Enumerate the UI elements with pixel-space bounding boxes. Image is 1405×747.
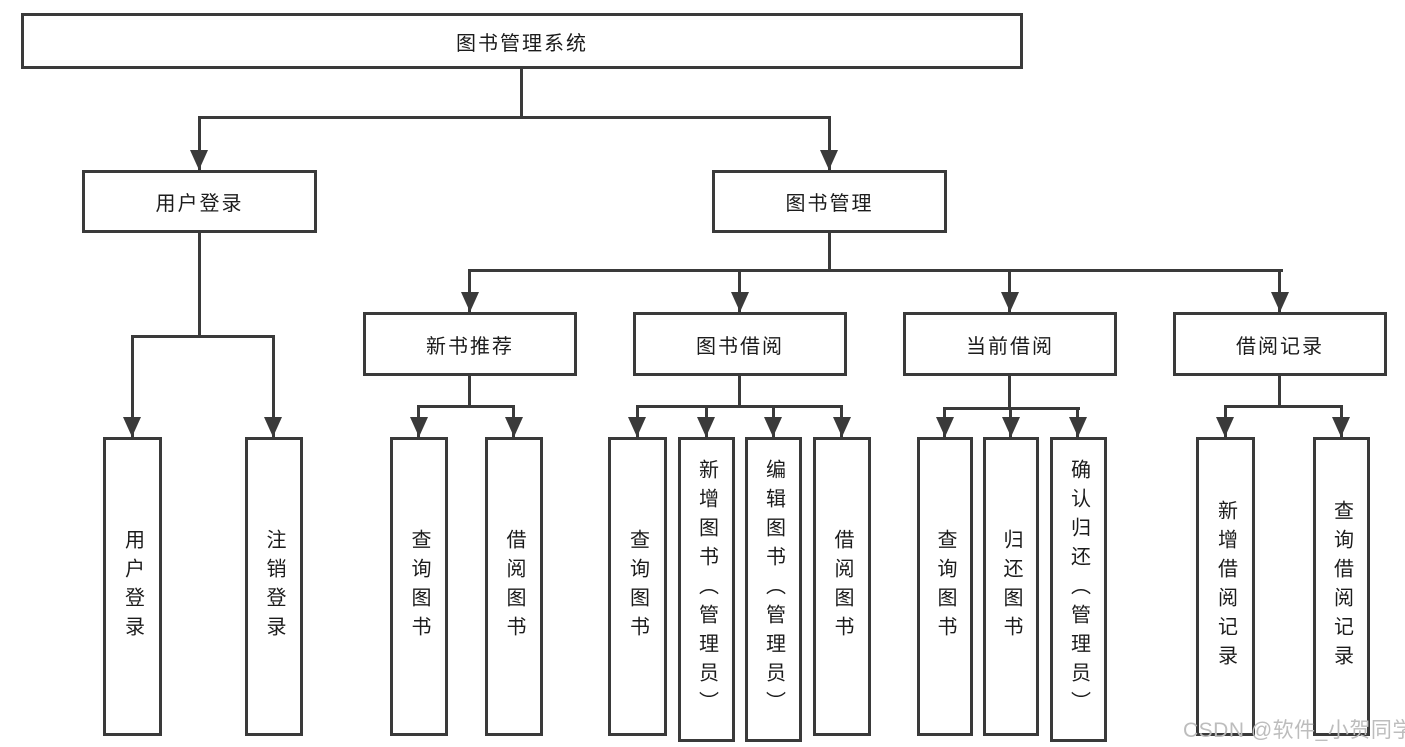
connector-stem-book-mgmt [828, 116, 831, 170]
connector-stem-leaf-user-login [131, 335, 134, 437]
leaf-bb-query-books-label: 查询图书 [626, 528, 649, 645]
connector-user-login-trunk [198, 233, 201, 337]
arrowhead-cb-confirm [1069, 417, 1087, 437]
leaf-cb-confirm-return-admin: 确认归还（管理员） [1050, 437, 1107, 742]
csdn-watermark: CSDN @软件_小贺同学 [1183, 719, 1405, 742]
connector-level3-bus [468, 269, 1283, 272]
leaf-bb-edit-books-admin-label: 编辑图书（管理员） [762, 459, 785, 720]
leaf-bb-edit-books-admin: 编辑图书（管理员） [745, 437, 802, 742]
arrowhead-new-book [461, 292, 479, 312]
leaf-cb-return-books: 归还图书 [983, 437, 1039, 736]
node-user-login: 用户登录 [82, 170, 317, 233]
leaf-logout-label: 注销登录 [263, 528, 285, 645]
leaf-cb-query-books-label: 查询图书 [934, 528, 956, 645]
leaf-nb-borrow-books: 借阅图书 [485, 437, 543, 736]
arrowhead-nb-query [410, 417, 428, 437]
arrowhead-borrow-record [1271, 292, 1289, 312]
leaf-bb-add-books-admin: 新增图书（管理员） [678, 437, 735, 742]
arrowhead-book-borrow [731, 292, 749, 312]
node-current-borrowing: 当前借阅 [903, 312, 1117, 376]
node-book-borrowing-label: 图书借阅 [696, 335, 784, 358]
leaf-bb-add-books-admin-label: 新增图书（管理员） [695, 459, 718, 720]
leaf-cb-return-books-label: 归还图书 [1000, 528, 1022, 645]
node-root-label: 图书管理系统 [456, 32, 588, 55]
arrowhead-bb-add [697, 417, 715, 437]
node-new-book-recommend-label: 新书推荐 [426, 335, 514, 358]
arrowhead-current-borrow [1001, 292, 1019, 312]
leaf-nb-query-books: 查询图书 [390, 437, 448, 736]
node-new-book-recommend: 新书推荐 [363, 312, 577, 376]
connector-stem-user-login [198, 116, 201, 170]
connector-stem-new-book [468, 269, 471, 312]
connector-stem-leaf-logout [272, 335, 275, 437]
node-borrowing-records: 借阅记录 [1173, 312, 1387, 376]
connector-new-book-trunk [468, 376, 471, 407]
connector-book-mgmt-trunk [828, 233, 831, 272]
connector-root-trunk [520, 69, 523, 119]
leaf-bb-borrow-books: 借阅图书 [813, 437, 871, 736]
arrowhead-user-login [190, 150, 208, 170]
arrowhead-cb-return [1002, 417, 1020, 437]
connector-book-borrow-bus [636, 405, 843, 408]
arrowhead-bb-query [628, 417, 646, 437]
connector-borrow-record-trunk [1278, 376, 1281, 407]
node-book-management-label: 图书管理 [785, 193, 874, 215]
leaf-logout: 注销登录 [245, 437, 303, 736]
connector-book-borrow-trunk [738, 376, 741, 407]
arrowhead-bb-edit [764, 417, 782, 437]
arrowhead-leaf-logout [264, 417, 282, 437]
leaf-bb-borrow-books-label: 借阅图书 [831, 528, 853, 645]
leaf-user-login: 用户登录 [103, 437, 162, 736]
arrowhead-cb-query [936, 417, 954, 437]
connector-stem-current-borrow [1008, 269, 1011, 312]
connector-new-book-bus [417, 405, 515, 408]
leaf-nb-borrow-books-label: 借阅图书 [503, 528, 525, 645]
node-root: 图书管理系统 [21, 13, 1023, 69]
connector-user-login-bus [131, 335, 275, 338]
connector-stem-book-borrow [738, 269, 741, 312]
leaf-cb-confirm-return-admin-label: 确认归还（管理员） [1067, 459, 1090, 720]
leaf-nb-query-books-label: 查询图书 [408, 528, 430, 645]
leaf-cb-query-books: 查询图书 [917, 437, 973, 736]
node-borrowing-records-label: 借阅记录 [1236, 335, 1324, 358]
arrowhead-book-mgmt [820, 150, 838, 170]
connector-current-borrow-trunk [1008, 376, 1011, 408]
arrowhead-rec-query [1332, 417, 1350, 437]
connector-borrow-record-bus [1224, 405, 1343, 408]
leaf-rec-query-record: 查询借阅记录 [1313, 437, 1370, 736]
arrowhead-rec-add [1216, 417, 1234, 437]
node-book-management: 图书管理 [712, 170, 947, 233]
arrowhead-leaf-user-login [123, 417, 141, 437]
leaf-bb-query-books: 查询图书 [608, 437, 667, 736]
connector-level2-bus [198, 116, 831, 119]
leaf-user-login-label: 用户登录 [121, 528, 144, 645]
node-current-borrowing-label: 当前借阅 [966, 335, 1054, 358]
leaf-rec-query-record-label: 查询借阅记录 [1330, 499, 1353, 674]
node-book-borrowing: 图书借阅 [633, 312, 847, 376]
connector-stem-borrow-record [1278, 269, 1281, 312]
arrowhead-bb-borrow [833, 417, 851, 437]
node-user-login-label: 用户登录 [155, 193, 244, 215]
leaf-rec-add-record: 新增借阅记录 [1196, 437, 1255, 736]
arrowhead-nb-borrow [505, 417, 523, 437]
leaf-rec-add-record-label: 新增借阅记录 [1214, 499, 1237, 674]
